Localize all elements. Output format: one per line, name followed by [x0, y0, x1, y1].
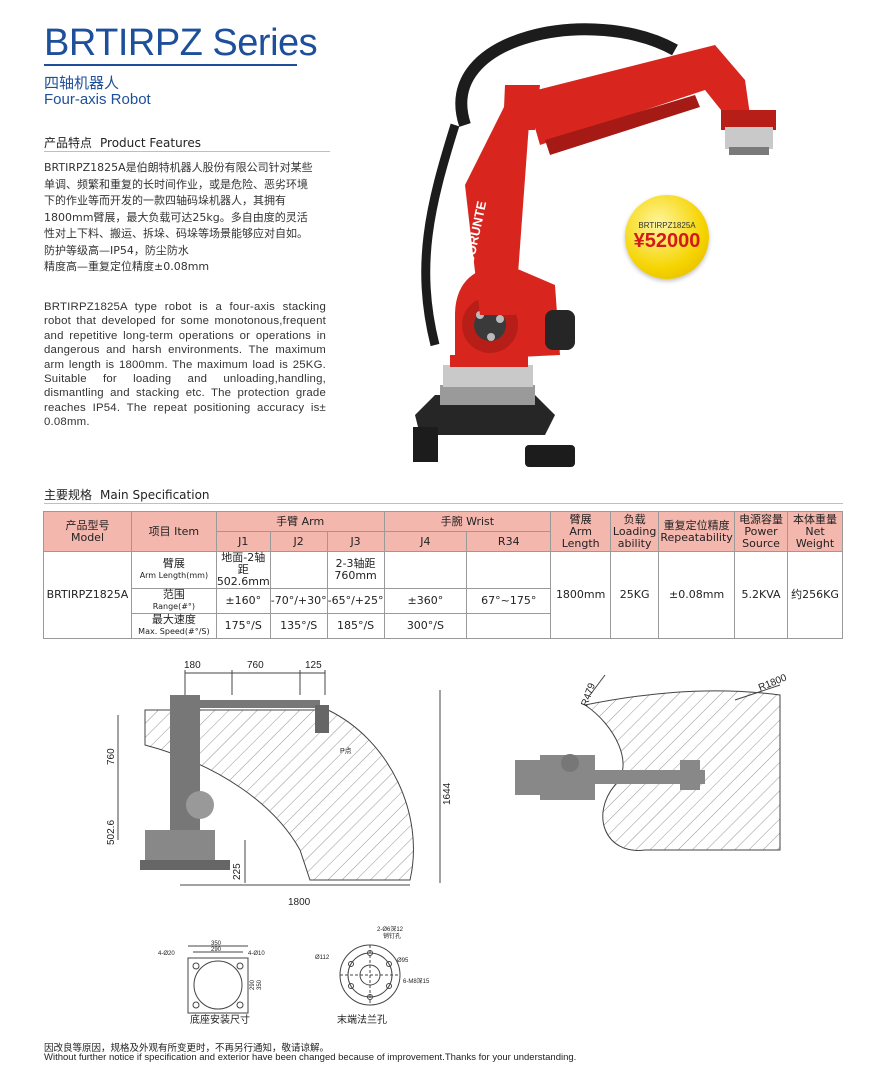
subtitle-cn: 四轴机器人: [44, 74, 120, 92]
j1-speed: 175°/S: [215, 613, 271, 639]
spec-heading-cn: 主要规格: [44, 488, 93, 502]
base-hole2: 4-Ø10: [248, 951, 265, 957]
spec-heading-en: Main Specification: [100, 488, 210, 502]
features-line: 单调、频繁和重复的长时间作业，或是危险、恶劣环境: [44, 177, 308, 191]
arm-length-value: 1800mm: [550, 551, 612, 639]
model-cell: BRTIRPZ1825A: [43, 551, 132, 639]
j4-arm-length: [383, 551, 468, 589]
repeatability-value: ±0.08mm: [658, 551, 736, 639]
r34-arm-length: [466, 551, 552, 589]
load-value: 25KG: [610, 551, 660, 639]
base-h2: 350: [257, 979, 263, 990]
features-line: 性对上下料、搬运、拆垛、码垛等场景能够应对自如。: [44, 227, 308, 240]
features-paragraph-en: BRTIRPZ1825A type robot is a four-axis s…: [44, 301, 326, 429]
features-rule: [44, 151, 330, 152]
side-envelope-drawing: 180 760 125 760 502.6 1644 1800 225 P点: [106, 660, 453, 908]
base-h1: 290: [250, 979, 256, 990]
base-w2: 290: [211, 947, 222, 953]
j4-range: ±360°: [383, 588, 468, 614]
dim-225: 225: [232, 863, 243, 880]
price-badge: BRTIRPZ1825A ¥52000: [625, 195, 709, 279]
p-point-label: P点: [340, 747, 352, 755]
notice-cn: 因改良等原因，规格及外观有所变更时，不再另行通知，敬请谅解。: [44, 1043, 330, 1054]
base-hole1: 4-Ø20: [158, 951, 175, 957]
dim-760-left: 760: [106, 748, 117, 765]
flange-caption: 末端法兰孔: [337, 1015, 387, 1026]
header-j3: J3: [326, 531, 385, 552]
flange-drawing: 2-Ø6深12 销钉孔 Ø112 Ø95 6-M8深15: [315, 925, 430, 1006]
j4-speed: 300°/S: [383, 613, 468, 639]
price-value: ¥52000: [633, 230, 701, 252]
features-line: 下的作业等而开发的一款四轴码垛机器人，其拥有: [44, 194, 286, 207]
header-arm: 手臂 Arm: [215, 511, 385, 532]
features-paragraph-cn: BRTIRPZ1825A是伯朗特机器人股份有限公司针对某些 单调、频繁和重复的长…: [44, 160, 344, 276]
dim-760-top: 760: [247, 660, 264, 671]
j3-range: -65°/+25°: [326, 588, 385, 614]
radius-1800: R1800: [757, 672, 789, 693]
base-mounting-drawing: 350 290 4-Ø20 4-Ø10 290 350: [158, 941, 265, 1014]
robot-image: BORUNTE: [413, 23, 776, 467]
title-underline: [44, 64, 297, 66]
header-r34: R34: [466, 531, 552, 552]
spec-rule: [44, 503, 843, 504]
j3-speed: 185°/S: [326, 613, 385, 639]
features-heading-en: Product Features: [100, 136, 201, 150]
base-caption: 底座安装尺寸: [190, 1015, 250, 1026]
header-wrist: 手腕 Wrist: [383, 511, 552, 532]
r34-range: 67°~175°: [466, 588, 552, 614]
robot-base: [413, 355, 575, 467]
features-heading: 产品特点 Product Features: [44, 134, 201, 151]
features-heading-cn: 产品特点: [44, 136, 93, 150]
price-model: BRTIRPZ1825A: [638, 221, 696, 230]
j2-speed: 135°/S: [269, 613, 328, 639]
flange-d2: Ø95: [397, 958, 409, 964]
features-line: 精度高—重复定位精度±0.08mm: [44, 260, 210, 273]
flange-bolt: 6-M8深15: [403, 977, 430, 985]
dim-1644: 1644: [442, 782, 453, 805]
flange-pin: 2-Ø6深12: [377, 925, 404, 933]
notice-en: Without further notice if specification …: [44, 1052, 577, 1063]
features-line: BRTIRPZ1825A是伯朗特机器人股份有限公司针对某些: [44, 161, 313, 174]
flange-d1: Ø112: [315, 955, 330, 961]
base-w1: 350: [211, 941, 222, 947]
features-line: 1800mm臂展，最大负载可达25kg。多自由度的灵活: [44, 210, 308, 224]
header-j1: J1: [215, 531, 271, 552]
j2-arm-length: [269, 551, 328, 589]
subtitle-en: Four-axis Robot: [44, 91, 151, 108]
header-j4: J4: [383, 531, 468, 552]
features-line: 防护等级高—IP54，防尘防水: [44, 243, 189, 257]
dim-180: 180: [184, 660, 201, 671]
flange-pin2: 销钉孔: [383, 932, 401, 940]
power-value: 5.2KVA: [734, 551, 789, 639]
dim-502: 502.6: [106, 820, 117, 845]
r34-speed: [466, 613, 552, 639]
header-j2: J2: [269, 531, 328, 552]
top-envelope-drawing: R479 R1800: [515, 672, 789, 851]
spec-heading: 主要规格 Main Specification: [44, 486, 210, 503]
j1-range: ±160°: [215, 588, 271, 614]
weight-value: 约256KG: [787, 551, 843, 639]
dim-125: 125: [305, 660, 322, 671]
robot-arm: BORUNTE: [455, 45, 776, 360]
j2-range: -70°/+30°: [269, 588, 328, 614]
dim-1800: 1800: [288, 897, 311, 908]
series-title: BRTIRPZ Series: [44, 22, 318, 64]
header-item: 项目 Item: [130, 511, 217, 552]
